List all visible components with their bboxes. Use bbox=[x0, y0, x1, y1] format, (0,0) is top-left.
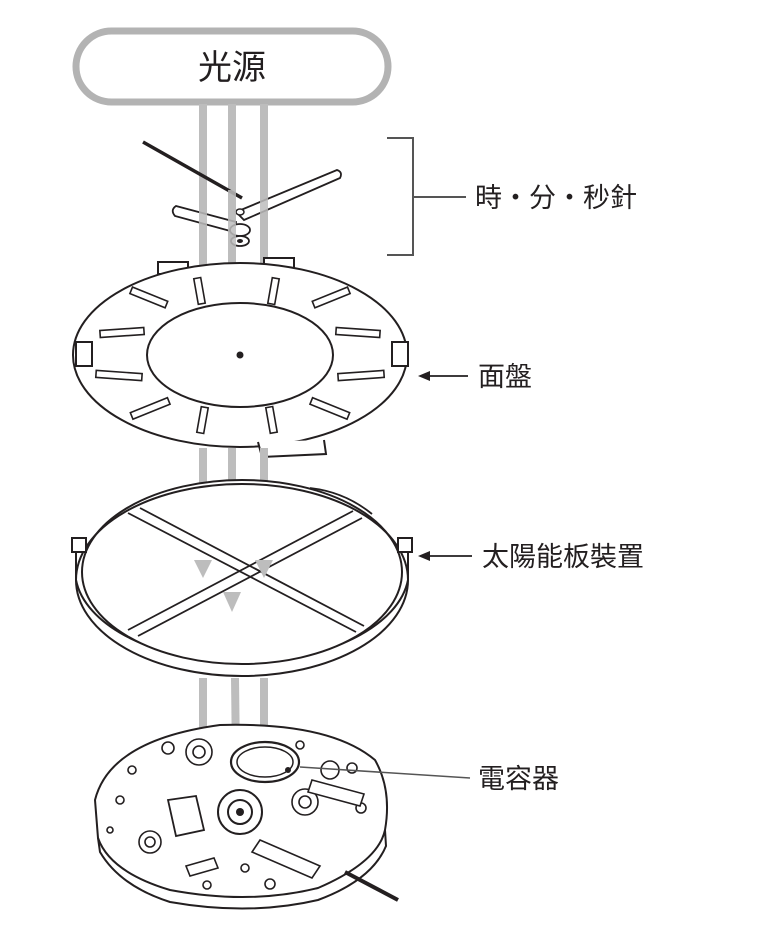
solar-panel bbox=[71, 479, 413, 677]
dial-markers bbox=[94, 276, 386, 435]
light-beam-arrows bbox=[194, 560, 273, 612]
light-source: 光源 bbox=[72, 27, 392, 106]
light-source-label: 光源 bbox=[198, 48, 266, 88]
dial-pointer bbox=[418, 371, 468, 381]
second-hand bbox=[142, 140, 243, 200]
capacitor-pointer bbox=[299, 766, 471, 779]
solar-panel-pointer bbox=[418, 551, 472, 561]
crown-stem bbox=[344, 870, 399, 902]
label-capacitor: 電容器 bbox=[478, 764, 559, 795]
movement bbox=[93, 723, 399, 910]
dial bbox=[72, 257, 409, 459]
light-source-box bbox=[72, 27, 392, 106]
label-hands: 時・分・秒針 bbox=[475, 183, 637, 214]
minute-hand bbox=[234, 169, 342, 222]
solar-panel-segments bbox=[127, 507, 365, 637]
label-solar-panel: 太陽能板裝置 bbox=[482, 542, 644, 573]
hands-bracket bbox=[387, 137, 466, 256]
watch-hands bbox=[142, 140, 342, 247]
label-dial: 面盤 bbox=[478, 362, 532, 393]
capacitor bbox=[229, 740, 301, 784]
